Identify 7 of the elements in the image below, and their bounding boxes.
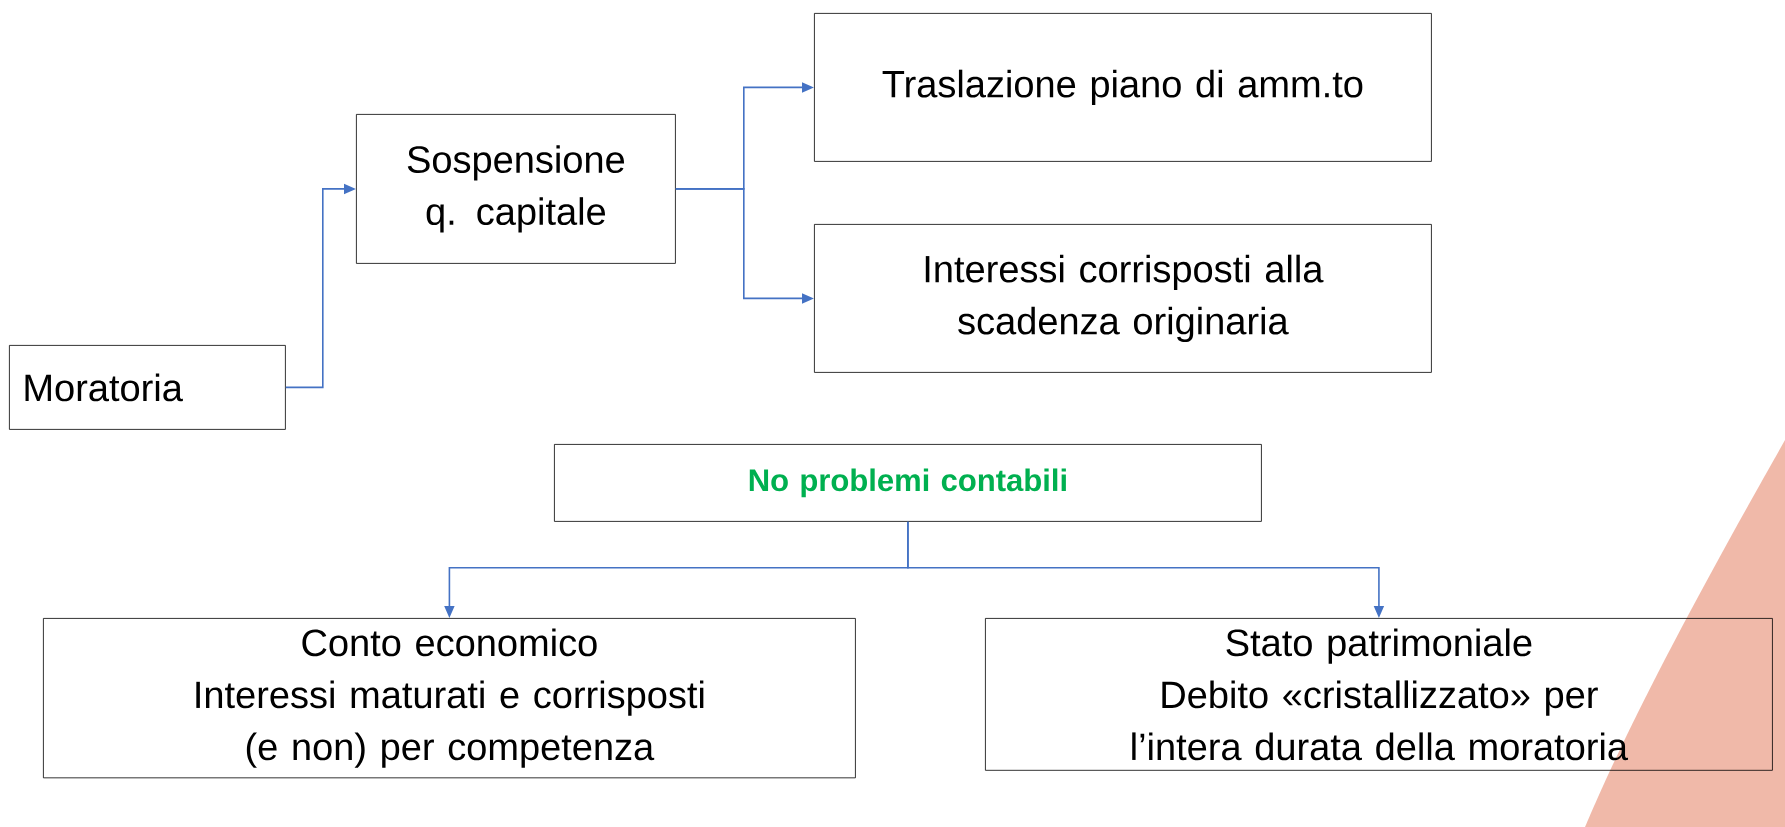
process-box: Conto economico Interessi maturati e corrisposti (e non) per competenza xyxy=(43,618,856,779)
process-box: Interessi corrisposti alla scadenza originaria xyxy=(814,224,1432,373)
process-box: No problemi contabili xyxy=(554,444,1262,522)
process-box: Stato patrimoniale Debito «cristallizzato» per l’intera durata della moratoria xyxy=(985,618,1773,771)
process-box: Sospensione q. capitale xyxy=(356,114,676,264)
process-box: Traslazione piano di amm.to xyxy=(814,13,1432,162)
process-box: Moratoria xyxy=(9,345,286,430)
